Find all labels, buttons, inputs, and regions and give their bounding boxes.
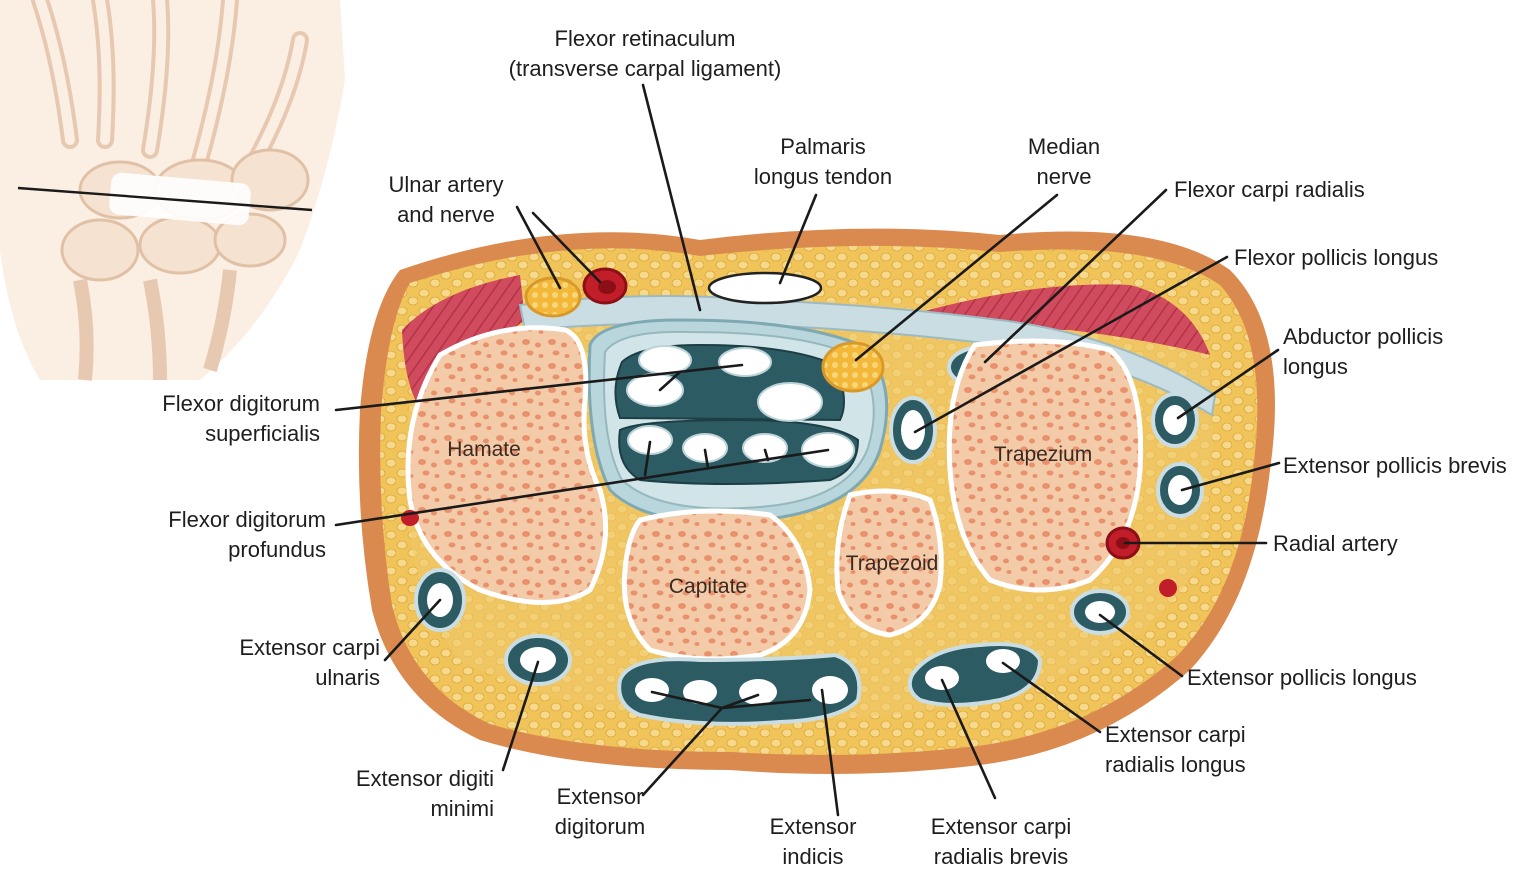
label-apl-line1: Abductor pollicis bbox=[1283, 324, 1443, 349]
hand-inset-illustration bbox=[0, 0, 345, 380]
label-ed-line2: digitorum bbox=[555, 814, 645, 839]
label-palmaris-line1: Palmaris bbox=[780, 134, 866, 159]
ulnar-nerve bbox=[526, 278, 580, 316]
label-ecu-line2: ulnaris bbox=[315, 665, 380, 690]
label-flexor-carpi-radialis: Flexor carpi radialis bbox=[1174, 177, 1365, 202]
label-ecu-line1: Extensor carpi bbox=[239, 635, 380, 660]
label-apl-line2: longus bbox=[1283, 354, 1348, 379]
fds-tendon bbox=[627, 374, 683, 406]
label-flexor-retinaculum-line2: (transverse carpal ligament) bbox=[509, 56, 782, 81]
label-ecrb-line1: Extensor carpi bbox=[931, 814, 1072, 839]
label-extensor-pollicis-longus: Extensor pollicis longus bbox=[1187, 665, 1417, 690]
label-ei-line1: Extensor bbox=[770, 814, 857, 839]
trapezium-label: Trapezium bbox=[994, 443, 1092, 466]
label-fds-line2: superficialis bbox=[205, 421, 320, 446]
label-median-line1: Median bbox=[1028, 134, 1100, 159]
label-edm-line2: minimi bbox=[430, 796, 494, 821]
hamate-label: Hamate bbox=[447, 438, 521, 461]
label-palmaris-line2: longus tendon bbox=[754, 164, 892, 189]
label-ecrl-line1: Extensor carpi bbox=[1105, 722, 1246, 747]
label-ecrl-line2: radialis longus bbox=[1105, 752, 1246, 777]
fds-tendon bbox=[719, 348, 771, 376]
capitate-label: Capitate bbox=[669, 575, 747, 598]
label-fdp-line2: profundus bbox=[228, 537, 326, 562]
fds-tendon bbox=[758, 383, 822, 421]
trapezoid-label: Trapezoid bbox=[846, 552, 939, 575]
label-ei-line2: indicis bbox=[782, 844, 843, 869]
label-ecrb-line2: radialis brevis bbox=[934, 844, 1069, 869]
label-flexor-retinaculum-line1: Flexor retinaculum bbox=[555, 26, 736, 51]
label-fds-line1: Flexor digitorum bbox=[162, 391, 320, 416]
label-ulnar-line2: and nerve bbox=[397, 202, 495, 227]
palmaris-longus-tendon bbox=[709, 273, 821, 303]
fds-tendon bbox=[639, 346, 691, 374]
label-median-line2: nerve bbox=[1036, 164, 1091, 189]
label-ulnar-line1: Ulnar artery bbox=[389, 172, 504, 197]
label-edm-line1: Extensor digiti bbox=[356, 766, 494, 791]
label-ed-line1: Extensor bbox=[557, 784, 644, 809]
label-radial-artery: Radial artery bbox=[1273, 531, 1398, 556]
median-nerve bbox=[823, 343, 883, 391]
vein bbox=[1159, 579, 1177, 597]
label-fdp-line1: Flexor digitorum bbox=[168, 507, 326, 532]
hamate-bone bbox=[408, 328, 606, 603]
label-extensor-pollicis-brevis: Extensor pollicis brevis bbox=[1283, 453, 1507, 478]
label-flexor-pollicis-longus: Flexor pollicis longus bbox=[1234, 245, 1438, 270]
